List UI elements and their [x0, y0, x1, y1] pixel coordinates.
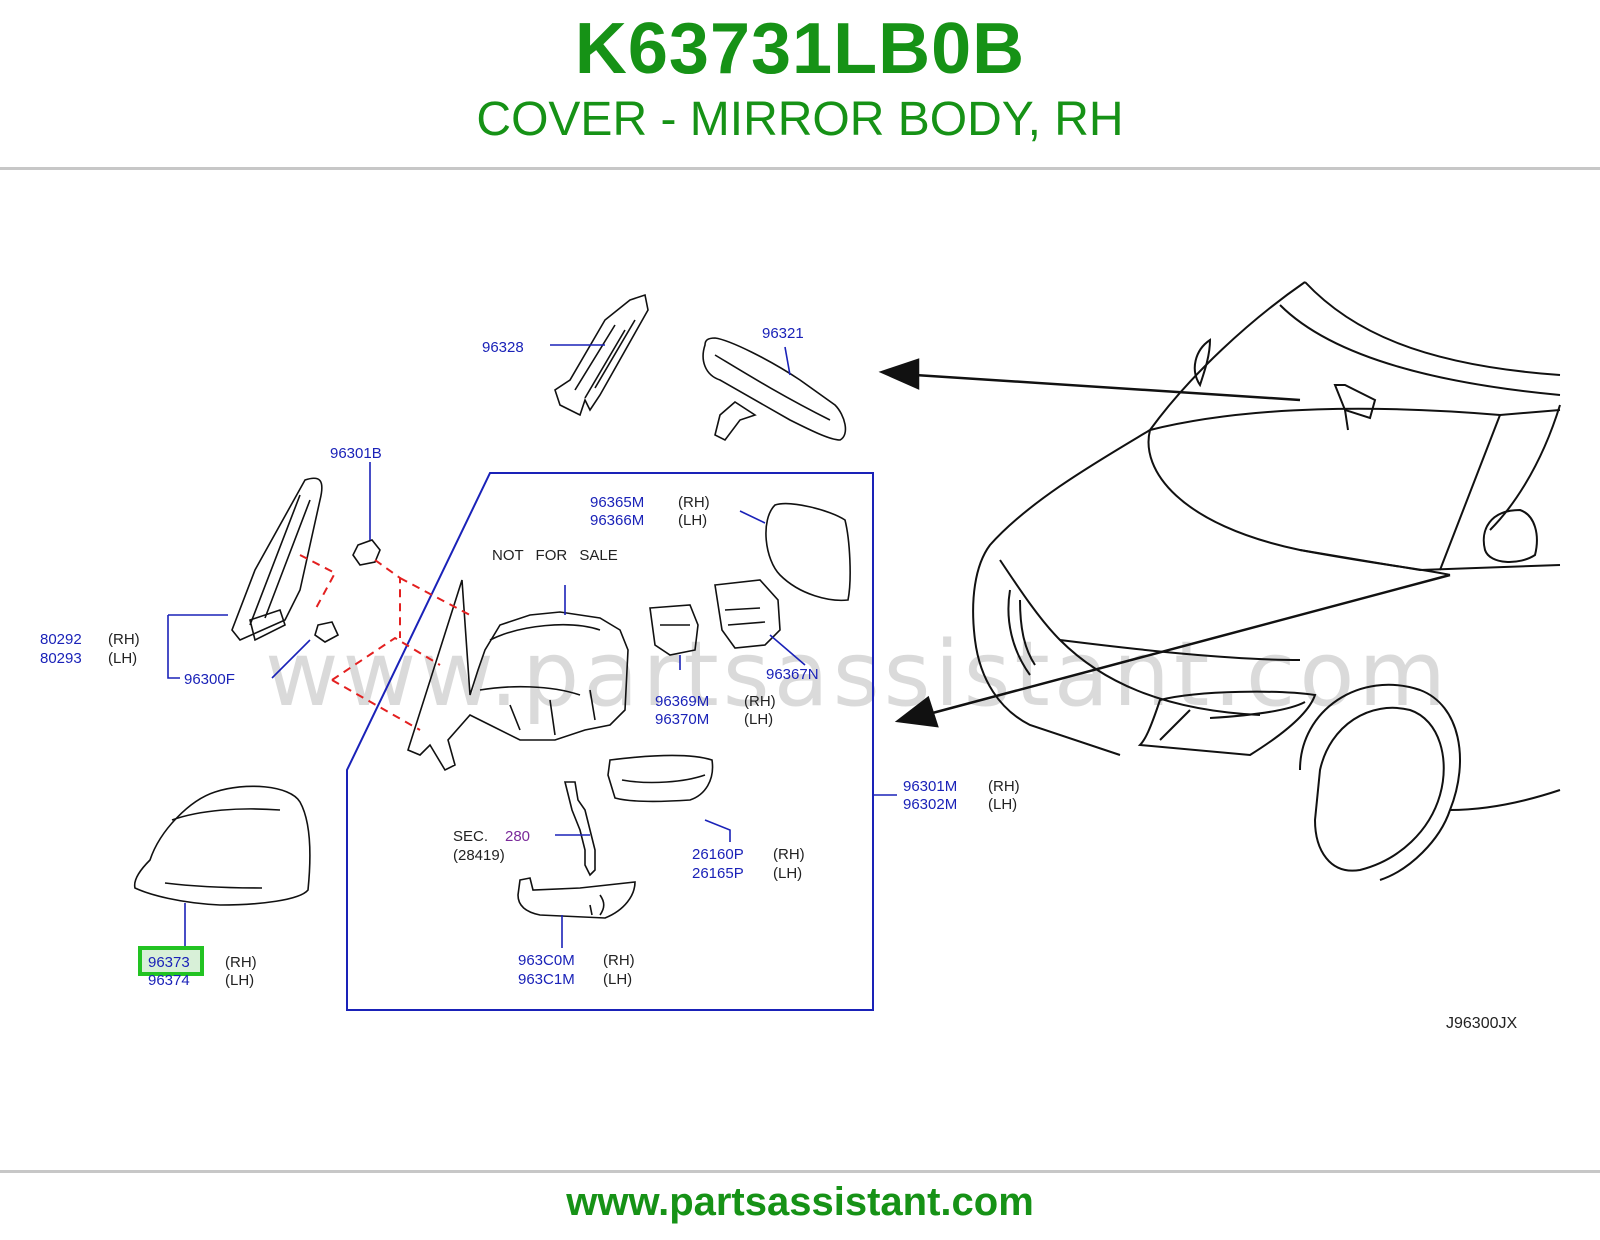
callout-96367N: 96367N [766, 666, 819, 683]
part-description: COVER - MIRROR BODY, RH [476, 93, 1124, 146]
not-for-sale-note: NOT FOR SALE [492, 547, 618, 564]
footer-website-link[interactable]: www.partsassistant.com [566, 1180, 1034, 1224]
side-lh-96370M: (LH) [744, 711, 773, 728]
callout-80293: 80293 [40, 650, 82, 667]
callout-96365M: 96365M [590, 494, 644, 511]
alignment-guides [299, 554, 471, 731]
callout-96366M: 96366M [590, 512, 644, 529]
part-drawings [133, 293, 851, 919]
side-rh-80292: (RH) [108, 631, 140, 648]
callout-labels: 96328 96321 96301B 96365M (RH) 96366M (L… [40, 325, 1517, 1032]
callout-96373[interactable]: 96373 [148, 954, 190, 971]
page-header: K63731LB0B COVER - MIRROR BODY, RH [0, 0, 1600, 170]
diagram-code: J96300JX [1446, 1015, 1517, 1032]
callout-96369M: 96369M [655, 693, 709, 710]
callout-96370M: 96370M [655, 711, 709, 728]
part-number-title: K63731LB0B [574, 9, 1026, 89]
side-lh-96366M: (LH) [678, 512, 707, 529]
highlight-box-96373 [138, 946, 204, 976]
side-rh-96365M: (RH) [678, 494, 710, 511]
callout-963C1M: 963C1M [518, 971, 575, 988]
side-rh-96301M: (RH) [988, 778, 1020, 795]
callout-96301M: 96301M [903, 778, 957, 795]
side-lh-26165P: (LH) [773, 865, 802, 882]
callout-963C0M: 963C0M [518, 952, 575, 969]
side-rh-26160P: (RH) [773, 846, 805, 863]
side-rh-963C0M: (RH) [603, 952, 635, 969]
side-rh-96373: (RH) [225, 954, 257, 971]
callout-96302M: 96302M [903, 796, 957, 813]
callout-26160P: 26160P [692, 846, 744, 863]
side-lh-963C1M: (LH) [603, 971, 632, 988]
header-divider [0, 167, 1600, 170]
arrow-lines [878, 358, 1451, 728]
footer-divider [0, 1170, 1600, 1173]
side-lh-80293: (LH) [108, 650, 137, 667]
side-lh-96374: (LH) [225, 972, 254, 989]
vehicle-illustration [972, 281, 1561, 881]
callout-96300F: 96300F [184, 671, 235, 688]
callout-96328: 96328 [482, 339, 524, 356]
callout-80292: 80292 [40, 631, 82, 648]
callout-96374: 96374 [148, 972, 190, 989]
section-number-link[interactable]: 280 [505, 828, 530, 845]
section-ref: (28419) [453, 847, 505, 864]
side-lh-96302M: (LH) [988, 796, 1017, 813]
watermark-text: www.partsassistant.com [265, 622, 1450, 727]
assembly-bracket-box [346, 472, 874, 1011]
leader-lines [167, 344, 897, 952]
callout-96321: 96321 [762, 325, 804, 342]
side-rh-96369M: (RH) [744, 693, 776, 710]
callout-26165P: 26165P [692, 865, 744, 882]
callout-96301B: 96301B [330, 445, 382, 462]
parts-diagram: www.partsassistant.com [40, 281, 1561, 1032]
section-prefix: SEC. [453, 828, 488, 845]
